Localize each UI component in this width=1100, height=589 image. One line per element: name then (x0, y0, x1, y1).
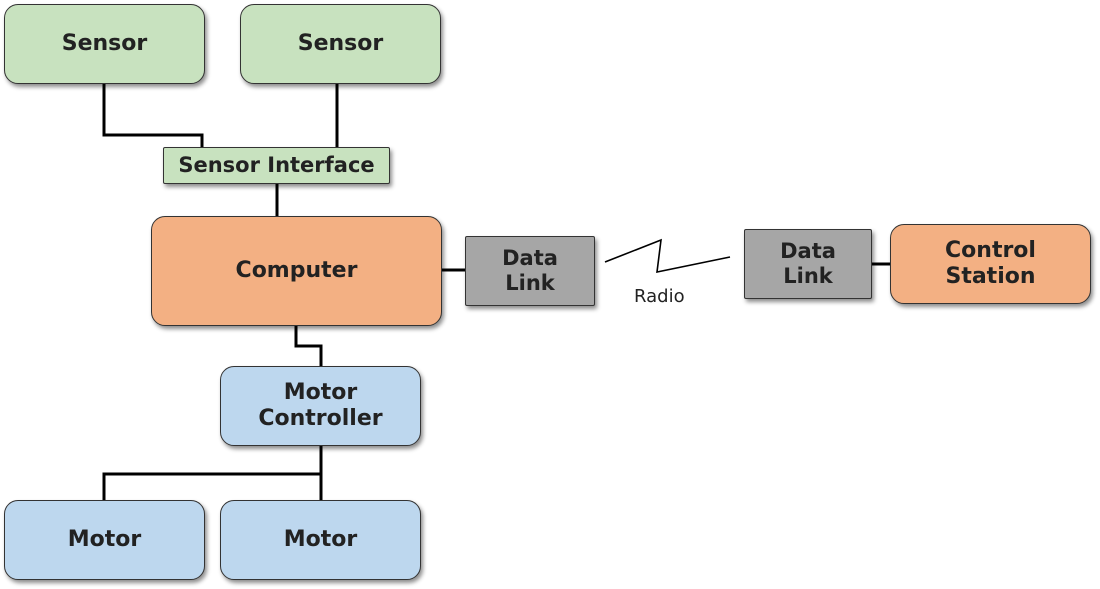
control-station-node: Control Station (890, 224, 1091, 304)
sensor-node-1-label: Sensor (61, 30, 148, 56)
data-link-remote-node: Data Link (744, 229, 872, 299)
data-link-local-node: Data Link (465, 236, 595, 306)
radio-link-label: Radio (634, 286, 685, 307)
motor-controller-label: Motor Controller (258, 379, 383, 431)
sensor-interface-label: Sensor Interface (178, 152, 375, 177)
data-link-local-label: Data Link (502, 245, 558, 295)
data-link-remote-label: Data Link (780, 238, 836, 288)
wire-computer-motorcontroller (294, 325, 323, 367)
sensor-node-2-label: Sensor (297, 30, 384, 56)
motor-node-2-label: Motor (283, 526, 358, 552)
wire-motorcontroller-motor1 (102, 472, 321, 500)
control-station-label: Control Station (945, 237, 1036, 289)
motor-node-2: Motor (220, 500, 421, 580)
motor-controller-node: Motor Controller (220, 366, 421, 446)
wire-sensor1-interface (102, 83, 204, 148)
computer-node: Computer (151, 216, 442, 326)
sensor-node-2: Sensor (240, 4, 441, 84)
radio-link-zigzag (604, 238, 731, 274)
computer-label: Computer (235, 257, 358, 283)
sensor-interface-node: Sensor Interface (163, 147, 390, 184)
motor-node-1-label: Motor (67, 526, 142, 552)
motor-node-1: Motor (4, 500, 205, 580)
sensor-node-1: Sensor (4, 4, 205, 84)
